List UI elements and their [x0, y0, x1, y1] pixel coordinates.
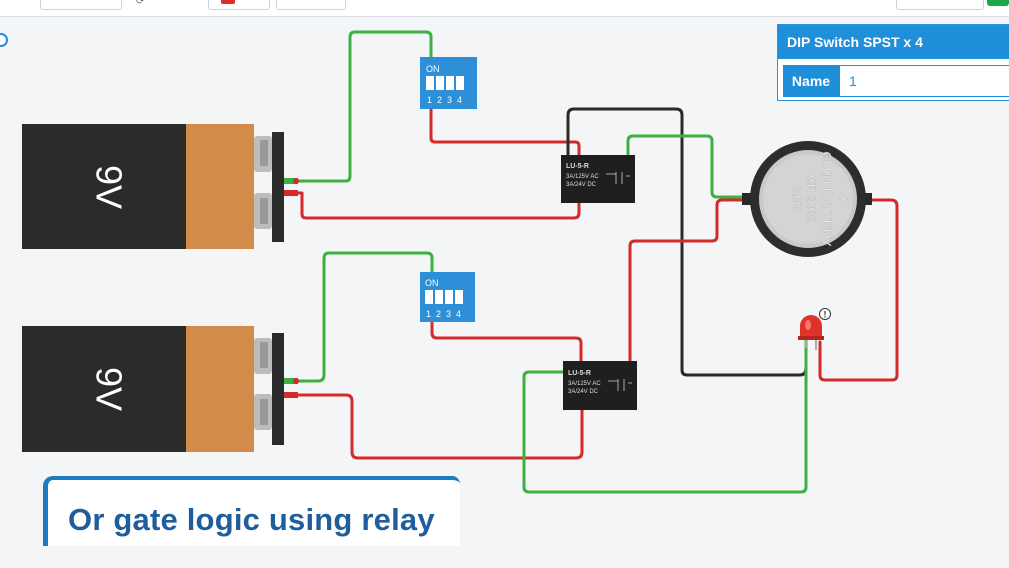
relay-top[interactable]: LU-5-R 3A/125V AC 3A/24V DC — [561, 155, 635, 203]
caption-banner: Or gate logic using relay — [43, 476, 460, 546]
toolbar-button-delete[interactable] — [208, 0, 270, 10]
toolbar-button-left[interactable] — [40, 0, 122, 10]
start-simulation-button[interactable] — [987, 0, 1009, 6]
warning-icon: ! — [824, 310, 827, 320]
canvas-handle-icon — [0, 33, 8, 47]
coin-battery-label: COIN BATTERY — [819, 152, 834, 247]
wire — [294, 251, 434, 383]
dip-number: 4 — [456, 309, 461, 319]
led[interactable]: ! — [798, 308, 831, 351]
dip-number: 3 — [447, 95, 452, 105]
coin-battery-plus: + — [834, 194, 851, 203]
wire — [430, 318, 583, 364]
dip-number: 1 — [426, 309, 431, 319]
wire — [429, 105, 581, 158]
wire — [294, 191, 581, 220]
battery-label: 9V — [88, 165, 129, 209]
wire — [522, 338, 808, 494]
delete-icon[interactable] — [221, 0, 235, 4]
dip-switch-bottom[interactable]: ON 1 2 3 4 — [420, 272, 475, 322]
relay-model: LU-5-R — [566, 163, 589, 170]
coin-battery[interactable]: COIN BATTERY CR 2032 3.0V + — [742, 141, 872, 257]
coin-battery-model: CR 2032 — [804, 175, 818, 223]
battery-9v-top[interactable]: 9V — [22, 124, 299, 249]
dip-number: 1 — [427, 95, 432, 105]
toolbar: ⟳ — [0, 0, 1009, 17]
dip-switch-top[interactable]: ON 1 2 3 4 — [420, 57, 477, 109]
caption-text: Or gate logic using relay — [68, 502, 435, 537]
relay-model: LU-5-R — [568, 370, 591, 377]
relay-rating-ac: 3A/125V AC — [566, 174, 599, 180]
wire — [294, 393, 584, 460]
rotate-icon[interactable]: ⟳ — [136, 0, 145, 7]
circuit-canvas[interactable]: 9V 9V ON 1 2 3 4 ON 1 2 3 — [0, 17, 1009, 568]
name-label: Name — [783, 65, 839, 97]
dip-on-label: ON — [425, 278, 439, 288]
wire — [628, 198, 750, 364]
dip-number: 2 — [437, 95, 442, 105]
wires — [294, 30, 899, 494]
relay-rating-dc: 3A/24V DC — [568, 389, 599, 395]
toolbar-button-mid[interactable] — [276, 0, 346, 10]
name-input[interactable]: 1 — [839, 65, 1009, 97]
dip-on-label: ON — [426, 64, 440, 74]
properties-panel: DIP Switch SPST x 4 Name 1 — [777, 24, 1009, 101]
dip-number: 3 — [446, 309, 451, 319]
wire — [818, 198, 899, 382]
battery-label: 9V — [88, 367, 129, 411]
relay-rating-ac: 3A/125V AC — [568, 381, 601, 387]
name-row: Name 1 — [783, 65, 1009, 97]
relay-rating-dc: 3A/24V DC — [566, 182, 597, 188]
panel-title: DIP Switch SPST x 4 — [778, 25, 1009, 59]
dip-number: 2 — [436, 309, 441, 319]
relay-bottom[interactable]: LU-5-R 3A/125V AC 3A/24V DC — [563, 361, 637, 410]
toolbar-button-right[interactable] — [896, 0, 984, 10]
wire — [626, 134, 750, 199]
coin-battery-voltage: 3.0V — [790, 187, 804, 212]
wire — [294, 30, 433, 183]
battery-9v-bottom[interactable]: 9V — [22, 326, 299, 452]
dip-number: 4 — [457, 95, 462, 105]
